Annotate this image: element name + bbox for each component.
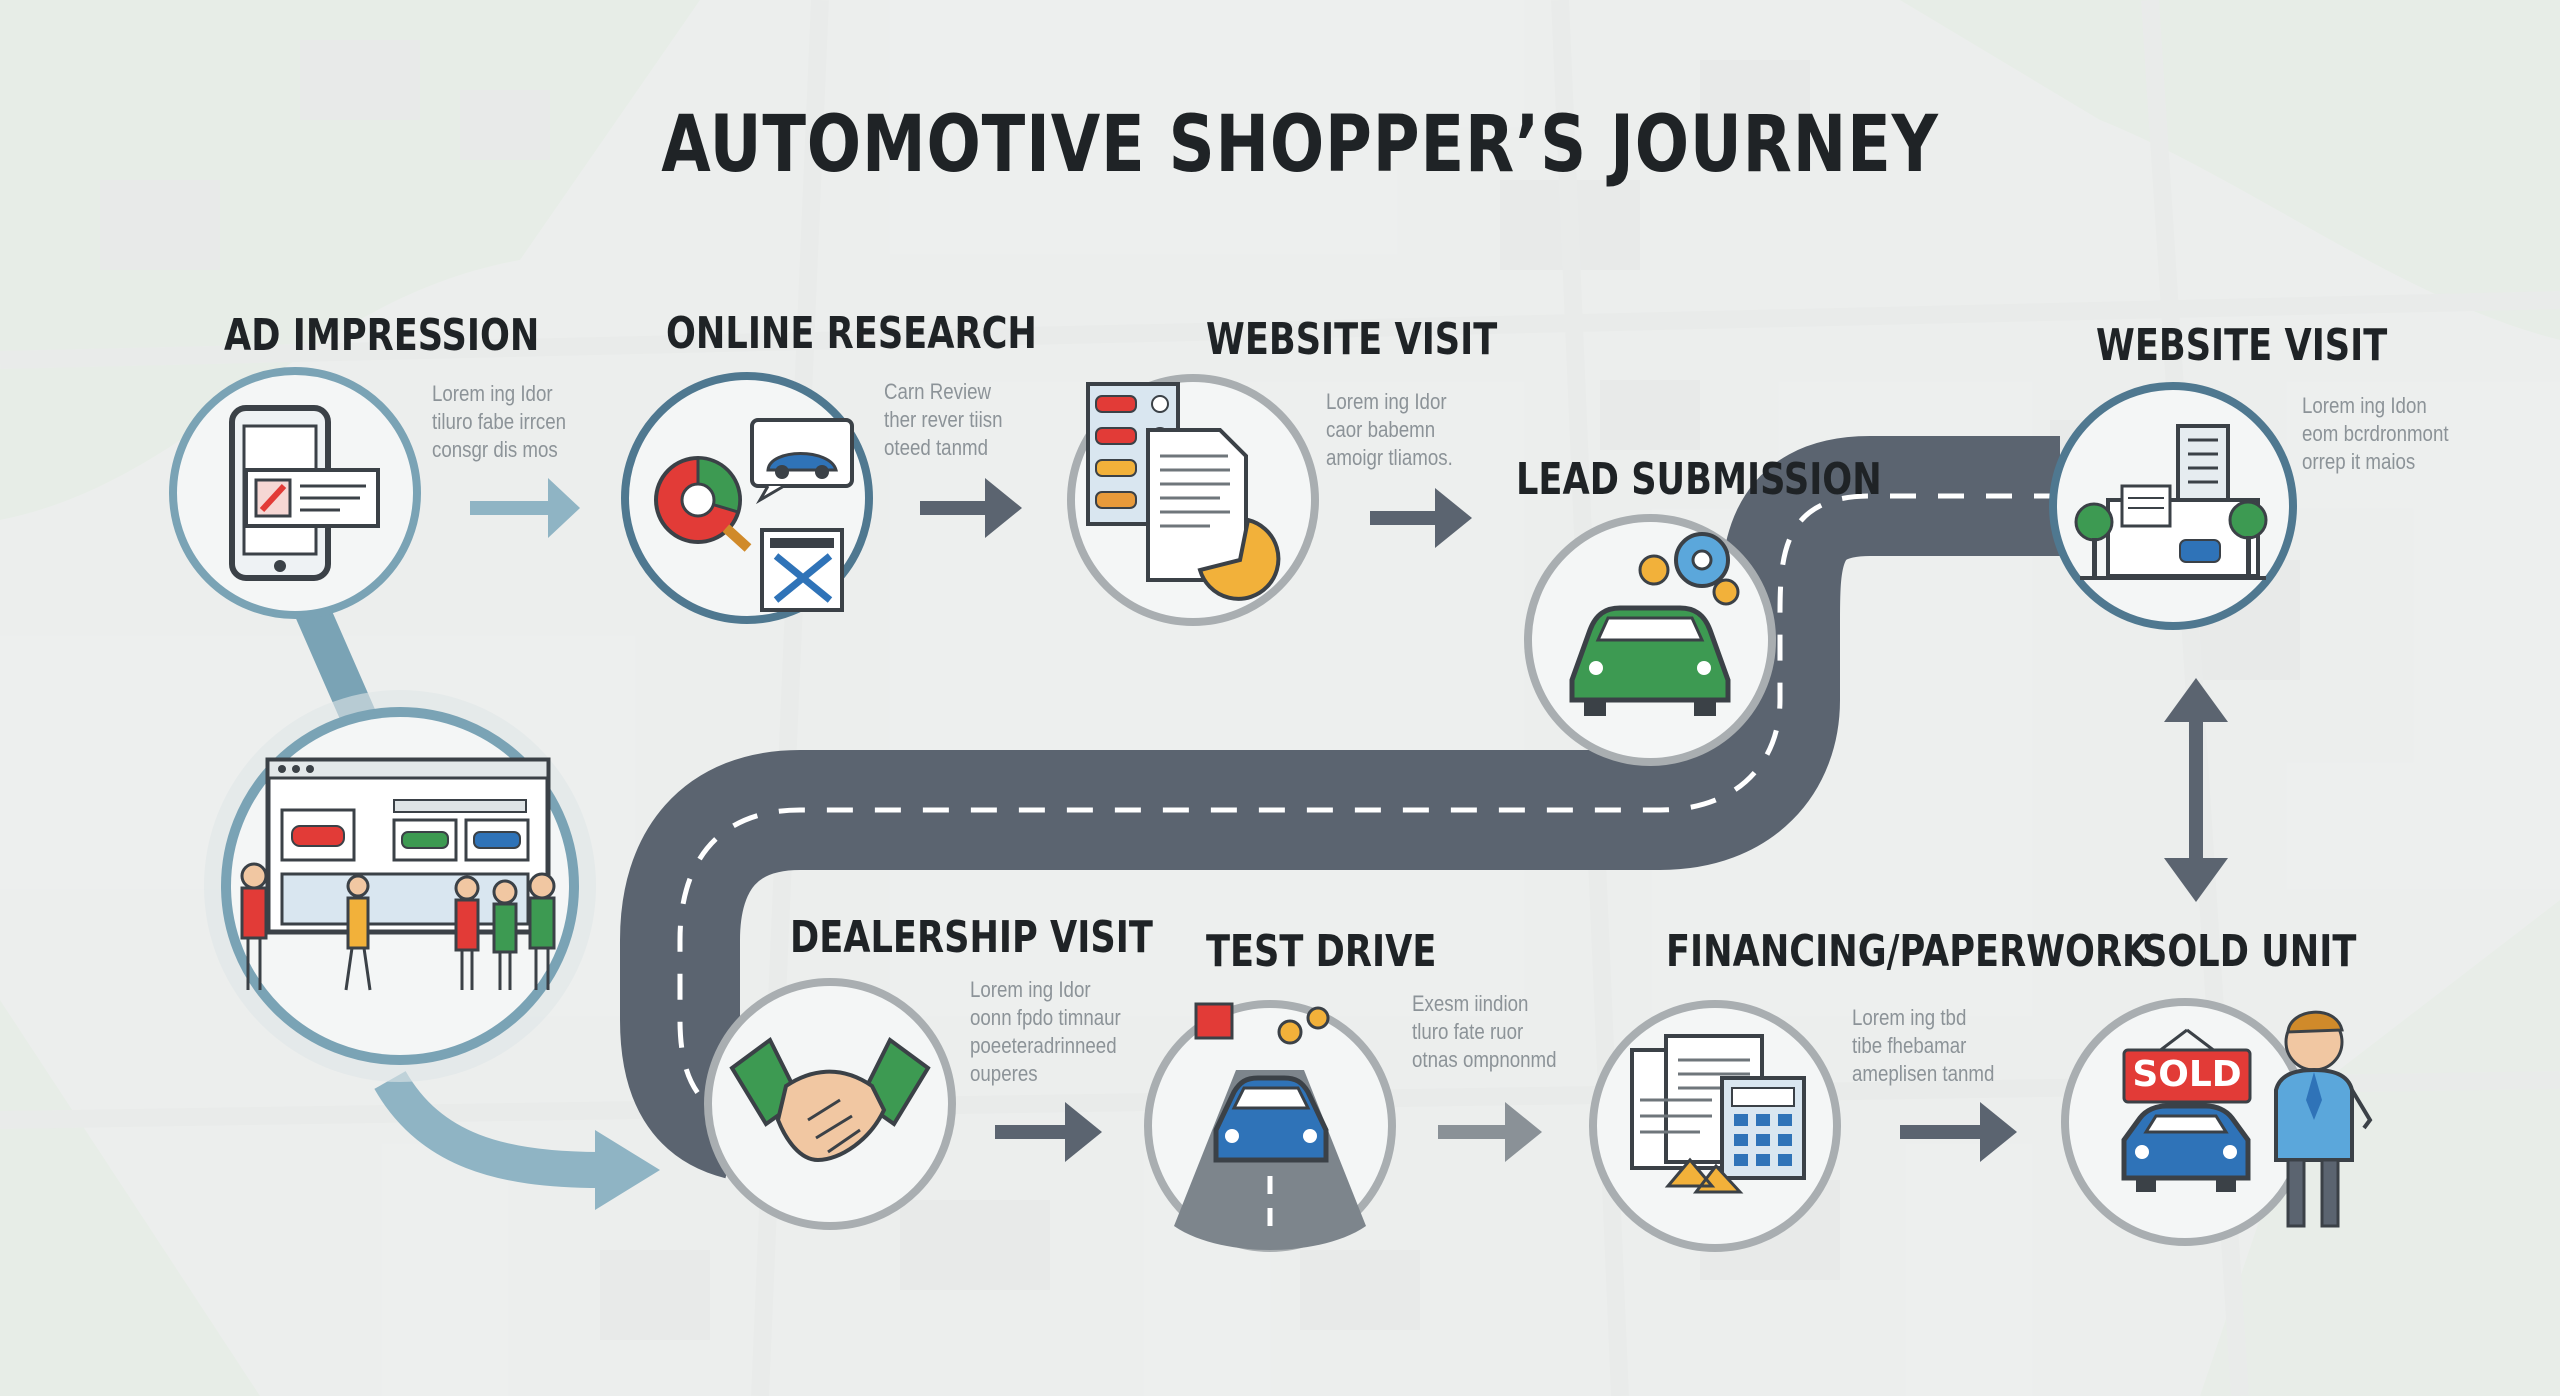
stage-desc-website-visit-1: Lorem ing Idor caor babemn amoigr tliamo… <box>1326 389 1453 470</box>
sold-sign-text: SOLD <box>2132 1054 2242 1095</box>
stage-label-financing: FINANCING/PAPERWORK <box>1666 926 2150 977</box>
handshake-icon <box>704 978 956 1230</box>
vehicle-listing-icon <box>1067 374 1319 626</box>
car-location-icon <box>1524 514 1776 766</box>
showroom-arrow-head <box>595 1130 660 1210</box>
car-on-road-icon <box>1144 1000 1396 1252</box>
stage-label-ad-impression: AD IMPRESSION <box>224 310 540 361</box>
sold-car-salesman-icon <box>2061 998 2373 1246</box>
stage-label-lead-submission: LEAD SUBMISSION <box>1516 454 1882 505</box>
stage-desc-website-visit-2: Lorem ing Idon eom bcrdronmont orrep it … <box>2302 393 2449 474</box>
stage-label-website-visit-1: WEBSITE VISIT <box>1206 314 1498 365</box>
stage-desc-online-research: Carn Review ther rever tiisn oteed tanmd <box>884 379 1003 460</box>
showroom-to-dealership-arrow <box>374 1070 601 1188</box>
stage-label-dealership-visit: DEALERSHIP VISIT <box>790 912 1153 963</box>
stage-label-sold-unit: SOLD UNIT <box>2142 926 2357 977</box>
stage-label-online-research: ONLINE RESEARCH <box>666 308 1037 359</box>
page-title: AUTOMOTIVE SHOPPER’S JOURNEY <box>661 100 1939 190</box>
showroom-browser-icon <box>204 690 596 1082</box>
stage-label-test-drive: TEST DRIVE <box>1206 926 1437 977</box>
smartphone-ad-icon <box>169 367 421 619</box>
stage-label-website-visit-2: WEBSITE VISIT <box>2096 320 2388 371</box>
stage-desc-financing: Lorem ing tbd tibe fhebamar ameplisen ta… <box>1852 1005 1995 1086</box>
stage-desc-ad-impression: Lorem ing Idor tiluro fabe irrcen consgr… <box>432 381 567 462</box>
research-chart-icon <box>621 372 873 624</box>
road <box>620 436 2060 1179</box>
stage-desc-dealership-visit: Lorem ing Idor oonn fpdo timnaur poeeter… <box>970 977 1121 1086</box>
stage-arrows <box>470 478 2228 1162</box>
calculator-documents-icon <box>1589 1000 1841 1252</box>
dealership-building-icon <box>2049 382 2297 630</box>
stage-desc-test-drive: Exesm iindion tluro fate ruor otnas ompn… <box>1412 991 1557 1072</box>
